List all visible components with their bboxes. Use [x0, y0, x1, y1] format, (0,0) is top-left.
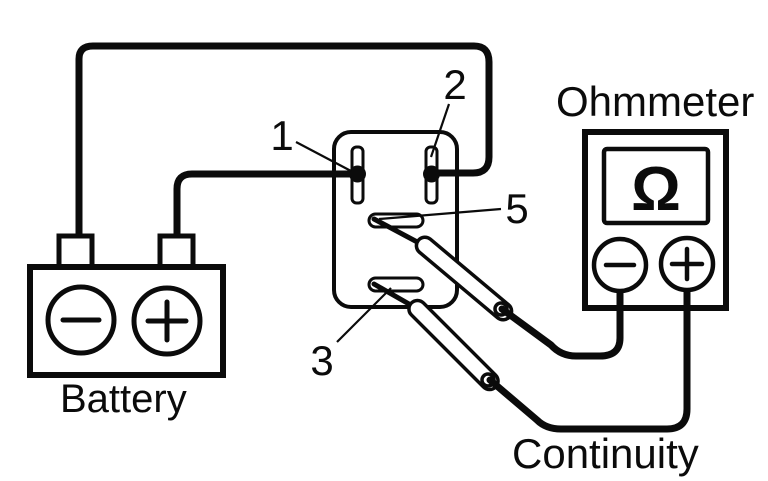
leader-line-2	[429, 103, 451, 158]
relay-terminal-1-junction	[349, 165, 366, 183]
terminal-5-label: 5	[505, 185, 528, 232]
test-lead-lower	[486, 284, 691, 433]
continuity-label: Continuity	[512, 430, 699, 477]
test-lead-upper	[498, 284, 624, 360]
relay-terminal-2-junction	[423, 165, 440, 183]
ohmmeter-label: Ohmmeter	[556, 78, 754, 125]
ohmmeter: Ohmmeter Ω	[556, 78, 754, 311]
battery: Battery	[27, 233, 226, 421]
leader-line-5	[378, 207, 502, 221]
terminal-3-label: 3	[310, 337, 333, 384]
terminal-1-label: 1	[270, 112, 293, 159]
leader-line-1	[295, 141, 352, 172]
leader-line-3	[336, 287, 392, 343]
wire-battery-positive-to-terminal-1	[173, 170, 358, 242]
battery-label: Battery	[60, 377, 187, 421]
terminal-2-label: 2	[443, 61, 466, 108]
ohmmeter-display	[601, 146, 711, 226]
ohm-symbol: Ω	[631, 155, 681, 224]
battery-post-negative	[56, 233, 95, 272]
wire-battery-negative-to-terminal-2	[75, 42, 493, 242]
